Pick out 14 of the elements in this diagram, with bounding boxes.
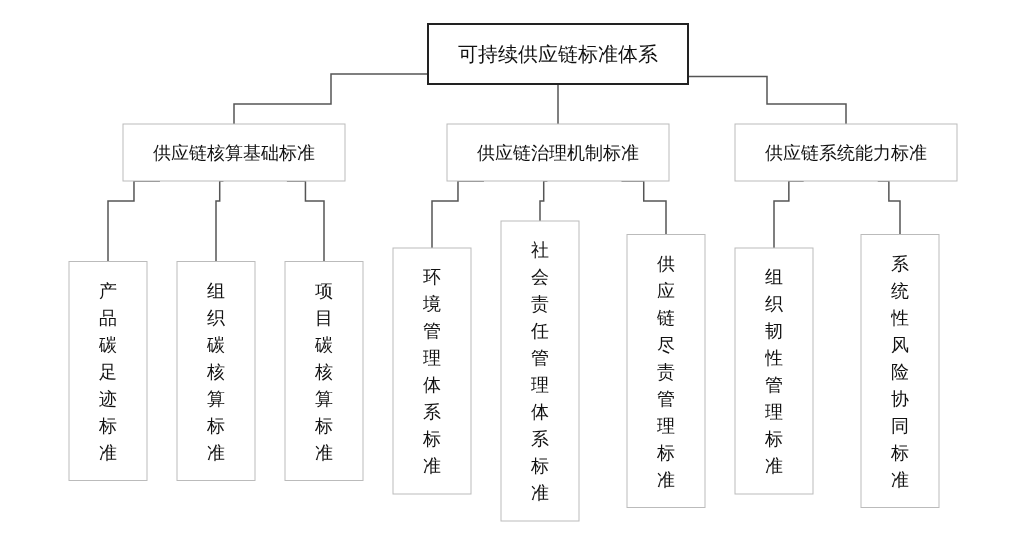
node-box: 可持续供应链标准体系 bbox=[427, 23, 689, 85]
node-box: 社会责任管理体系标准 bbox=[500, 220, 580, 522]
node-box: 环境管理体系标准 bbox=[392, 247, 472, 495]
node-box: 项目碳核算标准 bbox=[284, 261, 364, 481]
connector bbox=[557, 83, 559, 125]
connector bbox=[233, 73, 429, 125]
node-box: 组织碳核算标准 bbox=[176, 261, 256, 481]
node-box: 供应链核算基础标准 bbox=[122, 123, 346, 182]
node-box: 系统性风险协同标准 bbox=[860, 234, 940, 508]
node-box: 组织韧性管理标准 bbox=[734, 247, 814, 495]
node-box: 供应链治理机制标准 bbox=[446, 123, 670, 182]
node-box: 供应链系统能力标准 bbox=[734, 123, 958, 182]
node-box: 供应链尽责管理标准 bbox=[626, 234, 706, 508]
node-box: 产品碳足迹标准 bbox=[68, 261, 148, 481]
